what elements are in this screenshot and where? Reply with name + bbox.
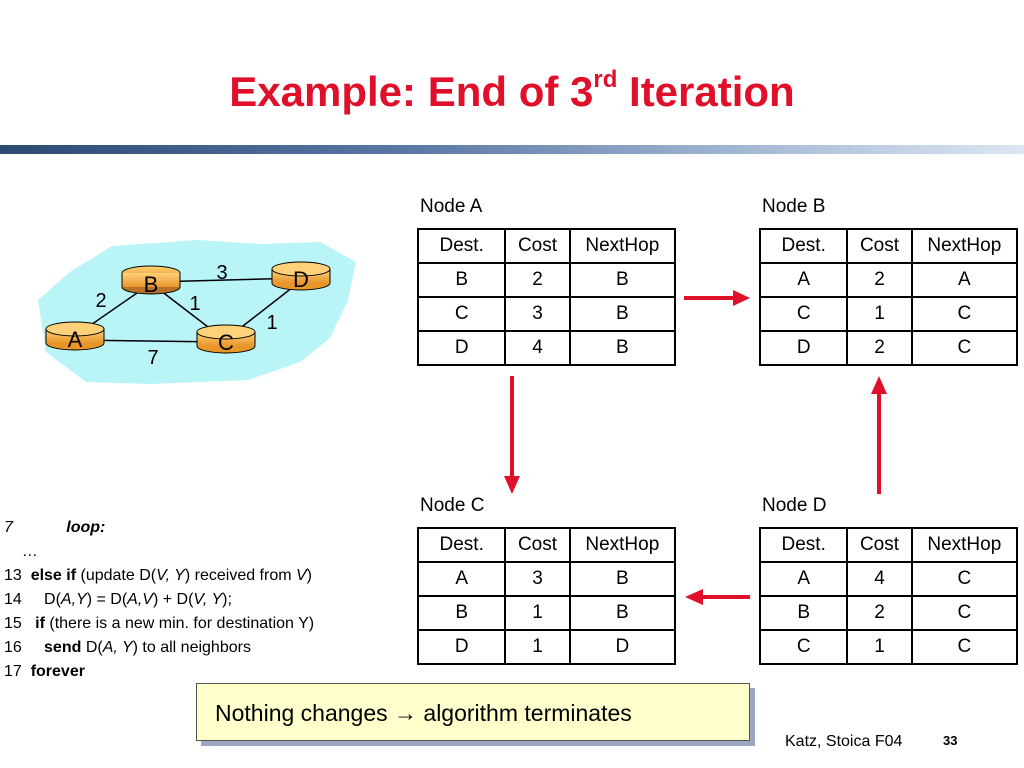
table-cell: B: [568, 330, 677, 366]
node-c-label: Node C: [420, 495, 485, 516]
table-cell: 3: [504, 561, 571, 597]
router-c: C: [196, 324, 256, 355]
table-cell: A: [416, 561, 507, 597]
table-cell: 2: [846, 595, 913, 631]
table-cell: 4: [846, 561, 913, 597]
table-cell: C: [758, 629, 849, 665]
column-header: NextHop: [568, 228, 677, 264]
router-a: A: [45, 321, 105, 352]
column-header: NextHop: [910, 527, 1019, 563]
column-header: Dest.: [416, 228, 507, 264]
algo-line-7: 7 loop:: [4, 519, 106, 536]
router-d-label: D: [293, 267, 309, 292]
table-cell: 2: [846, 262, 913, 298]
table-cell: C: [910, 330, 1019, 366]
table-cell: A: [910, 262, 1019, 298]
table-cell: C: [910, 561, 1019, 597]
column-header: Dest.: [758, 228, 849, 264]
table-cell: D: [416, 629, 507, 665]
column-header: Cost: [846, 228, 913, 264]
node-a-label: Node A: [420, 196, 483, 217]
title-underline-bar: [0, 145, 1024, 154]
column-header: NextHop: [910, 228, 1019, 264]
edge-cost-a-b: 2: [95, 290, 106, 312]
table-cell: C: [758, 296, 849, 332]
router-b-label: B: [144, 272, 159, 297]
slide-title: Example: End of 3rd Iteration: [229, 66, 795, 115]
node-d-label: Node D: [762, 495, 827, 516]
column-header: Dest.: [416, 527, 507, 563]
router-c-label: C: [218, 330, 234, 355]
node-b-label: Node B: [762, 196, 826, 217]
table-cell: 4: [504, 330, 571, 366]
table-cell: 3: [504, 296, 571, 332]
table-cell: B: [568, 296, 677, 332]
table-cell: B: [416, 262, 507, 298]
footer-authors: Katz, Stoica F04: [785, 733, 903, 750]
edge-cost-b-d: 3: [216, 262, 227, 284]
table-cell: 1: [504, 629, 571, 665]
table-cell: B: [416, 595, 507, 631]
algo-line-13: 13 else if (update D(V, Y) received from…: [4, 567, 312, 584]
page-number: 33: [943, 733, 958, 748]
table-cell: 2: [504, 262, 571, 298]
column-header: Dest.: [758, 527, 849, 563]
edge-cost-c-d: 1: [266, 312, 277, 334]
router-b: B: [121, 265, 181, 297]
router-a-label: A: [68, 327, 83, 352]
table-cell: B: [568, 561, 677, 597]
table-cell: D: [416, 330, 507, 366]
table-cell: B: [568, 595, 677, 631]
table-cell: B: [758, 595, 849, 631]
table-cell: D: [758, 330, 849, 366]
algo-line-15: 15 if (there is a new min. for destinati…: [4, 615, 315, 632]
conclusion-note: Nothing changes → algorithm terminates: [196, 683, 750, 741]
table-cell: D: [568, 629, 677, 665]
column-header: Cost: [504, 228, 571, 264]
column-header: Cost: [846, 527, 913, 563]
algo-line-14: 14 D(A,Y) = D(A,V) + D(V, Y);: [4, 591, 232, 608]
table-cell: A: [758, 561, 849, 597]
table-cell: B: [568, 262, 677, 298]
table-cell: 1: [846, 296, 913, 332]
algorithm-pseudocode: 7 loop: … 13 else if (update D(V, Y) rec…: [4, 516, 314, 684]
table-cell: C: [910, 296, 1019, 332]
edge-cost-a-c: 7: [147, 347, 158, 369]
column-header: NextHop: [568, 527, 677, 563]
router-d: D: [271, 261, 331, 292]
column-header: Cost: [504, 527, 571, 563]
table-cell: C: [910, 629, 1019, 665]
table-cell: A: [758, 262, 849, 298]
table-cell: C: [910, 595, 1019, 631]
algo-line-17: 17 forever: [4, 663, 85, 680]
table-cell: 2: [846, 330, 913, 366]
algo-line-16: 16 send D(A, Y) to all neighbors: [4, 639, 251, 656]
edge-cost-b-c: 1: [189, 293, 200, 315]
algo-line-ellipsis: …: [21, 543, 38, 560]
table-cell: 1: [846, 629, 913, 665]
table-cell: C: [416, 296, 507, 332]
table-cell: 1: [504, 595, 571, 631]
